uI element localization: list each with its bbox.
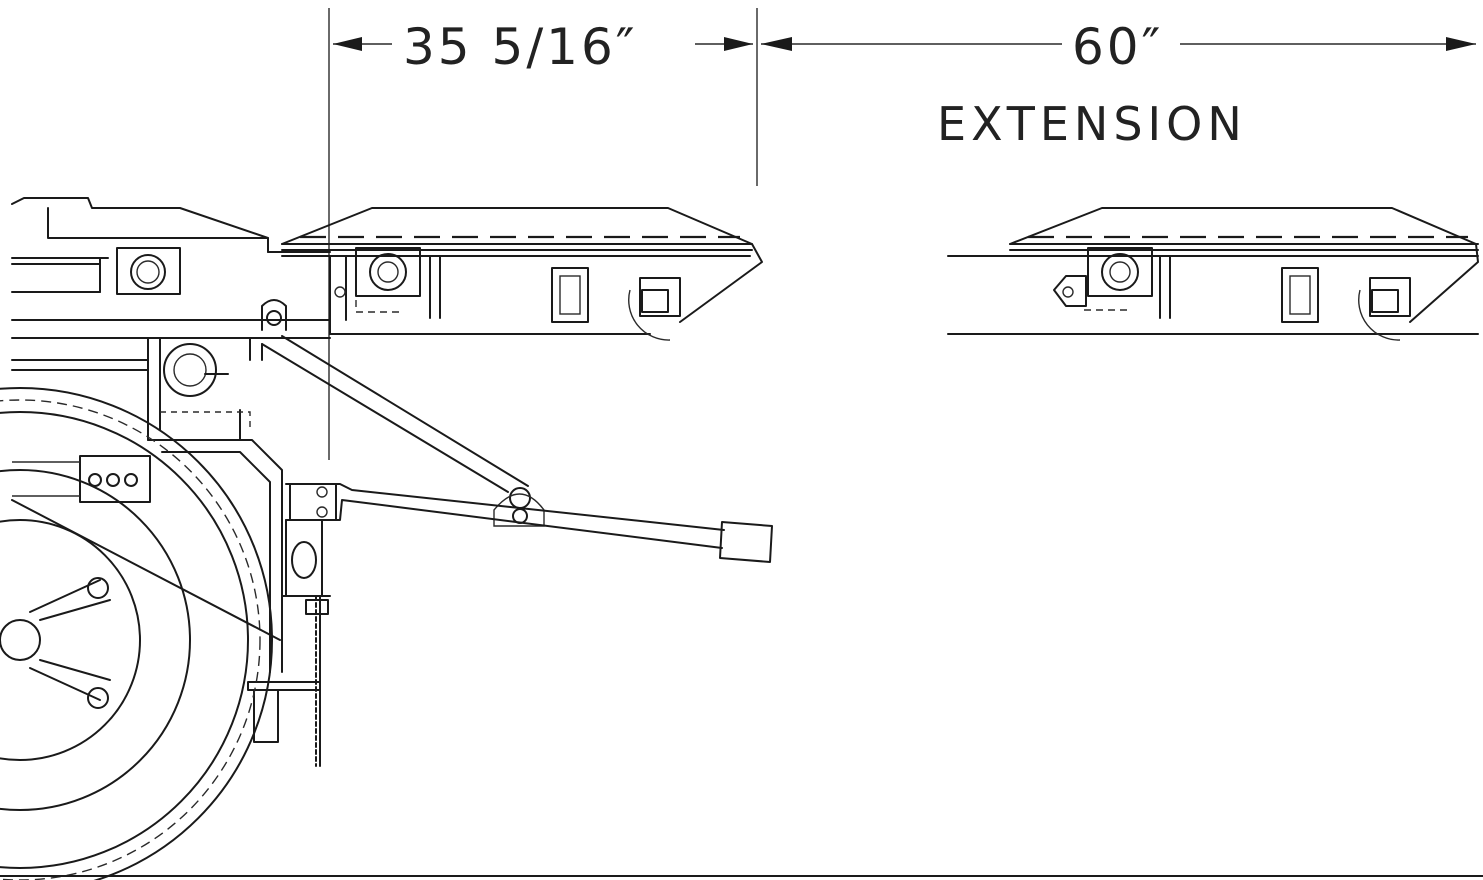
trailer-body-left: [11, 197, 763, 341]
dimension-label-right: 60″: [1072, 18, 1163, 76]
lever-arm: [261, 299, 773, 563]
trailer-body-right: [947, 207, 1479, 341]
extension-caption: EXTENSION: [937, 97, 1247, 151]
wheel: [0, 387, 281, 880]
frame-structure: [11, 337, 331, 767]
dimension-label-left: 35 5/16″: [403, 18, 637, 76]
